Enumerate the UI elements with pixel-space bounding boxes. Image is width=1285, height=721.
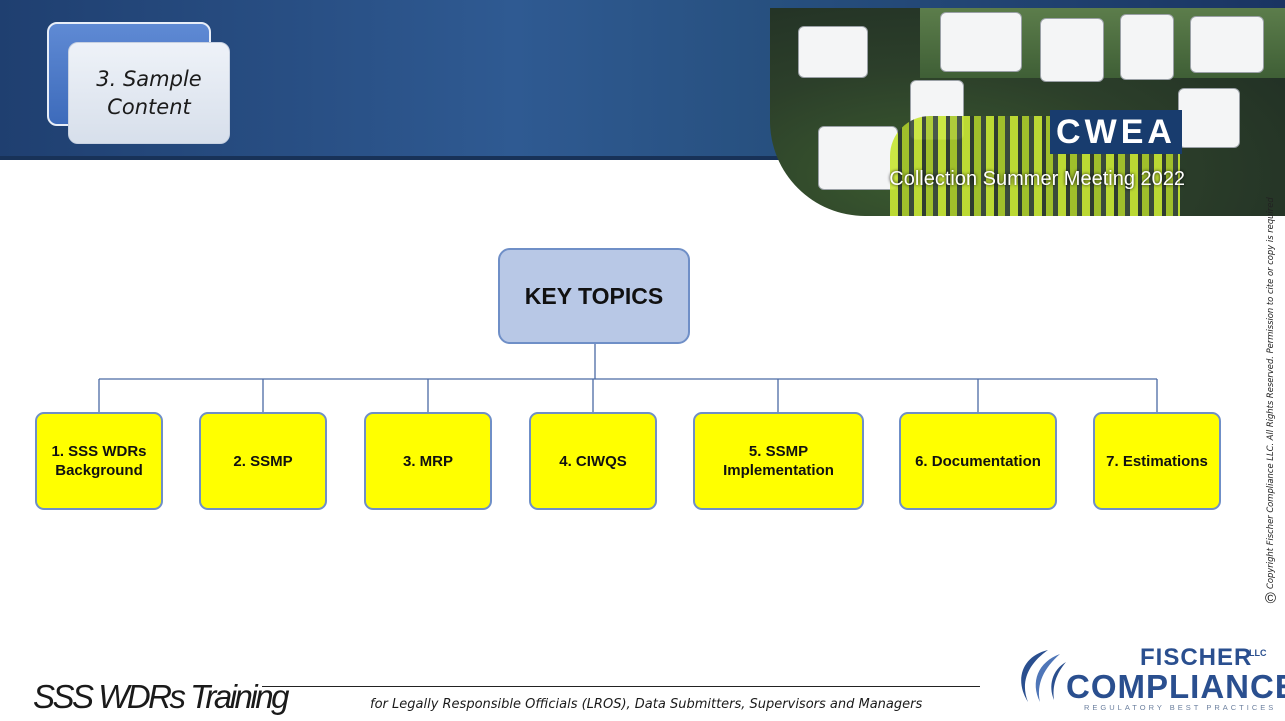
logo-fischer-text: FISCHER xyxy=(1140,644,1253,671)
footer-title: SSS WDRs Training xyxy=(33,678,289,715)
topic-node: 6. Documentation xyxy=(899,412,1057,510)
topic-node: 1. SSS WDRs Background xyxy=(35,412,163,510)
photo-truck xyxy=(1190,16,1264,73)
topic-label: 6. Documentation xyxy=(915,452,1041,470)
topic-label: 3. MRP xyxy=(402,452,453,470)
copyright-circle-icon: © xyxy=(1264,589,1276,607)
event-caption: Collection Summer Meeting 2022 xyxy=(889,168,1185,190)
topic-node: 3. MRP xyxy=(364,412,492,510)
cwea-logo: CWEA xyxy=(1050,110,1182,154)
photo-truck xyxy=(818,126,898,190)
header-photo xyxy=(770,8,1285,216)
copyright-text: Copyright Fischer Compliance LLC. All Ri… xyxy=(1265,197,1275,589)
topic-label: 1. SSS WDRs Background xyxy=(51,443,147,479)
copyright-notice: © Copyright Fischer Compliance LLC. All … xyxy=(1259,164,1281,607)
photo-truck xyxy=(1120,14,1174,80)
photo-truck xyxy=(940,12,1022,72)
root-node: KEY TOPICS xyxy=(498,248,690,344)
topic-label: 5. SSMP Implementation xyxy=(723,443,834,479)
photo-truck xyxy=(1040,18,1104,82)
section-tag: 3. Sample Content xyxy=(68,42,230,144)
topic-node: 4. CIWQS xyxy=(529,412,657,510)
logo-llc-text: LLC xyxy=(1249,648,1267,658)
section-tag-label: 3. Sample Content xyxy=(96,67,202,119)
topic-label: 4. CIWQS xyxy=(559,452,627,470)
topic-node: 5. SSMP Implementation xyxy=(693,412,864,510)
topic-node: 2. SSMP xyxy=(199,412,327,510)
logo-tagline: REGULATORY BEST PRACTICES xyxy=(1084,703,1277,712)
topic-node: 7. Estimations xyxy=(1093,412,1221,510)
cwea-logo-text: CWEA xyxy=(1056,112,1176,151)
topic-label: 7. Estimations xyxy=(1106,452,1208,470)
fischer-compliance-logo: FISCHER LLC COMPLIANCE REGULATORY BEST P… xyxy=(1008,640,1285,716)
topic-label: 2. SSMP xyxy=(233,452,293,470)
root-node-label: KEY TOPICS xyxy=(524,282,664,309)
logo-swoosh-icon xyxy=(1021,650,1066,702)
photo-truck xyxy=(798,26,868,78)
logo-compliance-text: COMPLIANCE xyxy=(1066,668,1285,705)
footer-divider xyxy=(262,686,980,687)
footer-subtitle: for Legally Responsible Officials (LROS)… xyxy=(370,697,923,712)
